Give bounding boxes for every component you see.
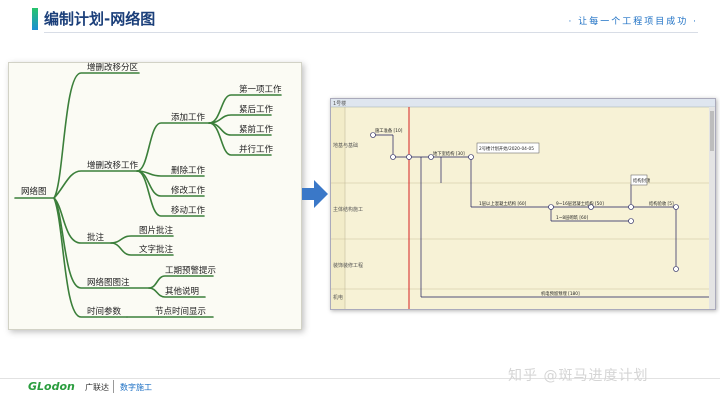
title-accent-bar xyxy=(32,8,38,30)
footer-divider xyxy=(0,378,720,379)
mindmap-connectors xyxy=(14,72,282,318)
lane-foundation: 地基与基础 xyxy=(333,142,358,149)
footer-tagline: 数字施工 xyxy=(120,383,152,392)
mindmap-period-warning: 工期预警提示 xyxy=(165,266,217,276)
header-divider xyxy=(44,32,698,33)
mindmap-delete-work: 删除工作 xyxy=(171,166,206,176)
mindmap-node-time: 节点时间显示 xyxy=(155,307,207,317)
task-upper-1: 1层以上混凝土结构 [60] xyxy=(479,200,527,207)
lane-decoration: 装饰装修工程 xyxy=(333,262,363,269)
mindmap-prev-work: 紧前工作 xyxy=(239,125,274,135)
mindmap-panel: 网络图 增删改移分区 增删改移工作 添加工作 第一项工作 紧后工作 紧前工作 并… xyxy=(8,62,302,330)
lane-mechanical: 机电 xyxy=(333,294,343,301)
mindmap-next-work: 紧后工作 xyxy=(239,105,274,115)
mindmap-parallel-work: 并行工作 xyxy=(239,145,274,155)
mindmap-add-work: 添加工作 xyxy=(171,113,206,123)
mindmap-move-work: 移动工作 xyxy=(171,206,206,216)
mindmap-image-note: 图片批注 xyxy=(139,226,174,236)
glodon-logo: GLodon xyxy=(28,380,75,393)
task-foundation: 施工准备 [10] xyxy=(375,127,403,134)
task-roof: 结构封顶 xyxy=(633,177,651,184)
network-header-label: 1号楼 xyxy=(333,100,346,107)
mindmap-text-note: 文字批注 xyxy=(139,245,174,255)
task-basement: 地下室结构 [30] xyxy=(433,150,465,157)
watermark: 知乎 @斑马进度计划 xyxy=(508,368,649,384)
page-title: 编制计划-网络图 xyxy=(44,10,156,28)
mindmap-branch-time: 时间参数 xyxy=(87,307,122,317)
mindmap-modify-work: 修改工作 xyxy=(171,186,206,196)
task-check: 结构验收 [5] xyxy=(649,200,674,207)
footer-brand: 广联达 xyxy=(85,383,109,392)
footer-separator xyxy=(113,380,114,393)
arrow-right-icon xyxy=(302,180,328,208)
mindmap-branch-notes: 批注 xyxy=(87,233,105,243)
task-mep: 机电预留预埋 [180] xyxy=(541,290,580,297)
lane-main-structure: 主体结构施工 xyxy=(333,206,363,213)
network-diagram: 1号楼 地基与基础 主体结构施工 装饰装修工程 机电 xyxy=(331,99,715,309)
mindmap-root: 网络图 xyxy=(21,187,47,197)
mindmap-first-work: 第一项工作 xyxy=(239,85,282,95)
mindmap-branch-zones: 增删改移分区 xyxy=(87,63,139,73)
mindmap-other-notes: 其他说明 xyxy=(165,287,200,297)
network-diagram-panel: 1号楼 地基与基础 主体结构施工 装饰装修工程 机电 xyxy=(330,98,716,310)
slogan: · 让每一个工程项目成功 · xyxy=(568,17,698,27)
task-upper-2: 9~16层混凝土结构 [50] xyxy=(556,200,604,207)
mindmap-branch-work: 增删改移工作 xyxy=(87,161,139,171)
task-note: 2号楼计划开始/2020-04-05 xyxy=(479,145,534,152)
mindmap-branch-legend: 网络图图注 xyxy=(87,278,130,288)
task-upper-3: 1~8层砌筑 [60] xyxy=(556,214,588,221)
